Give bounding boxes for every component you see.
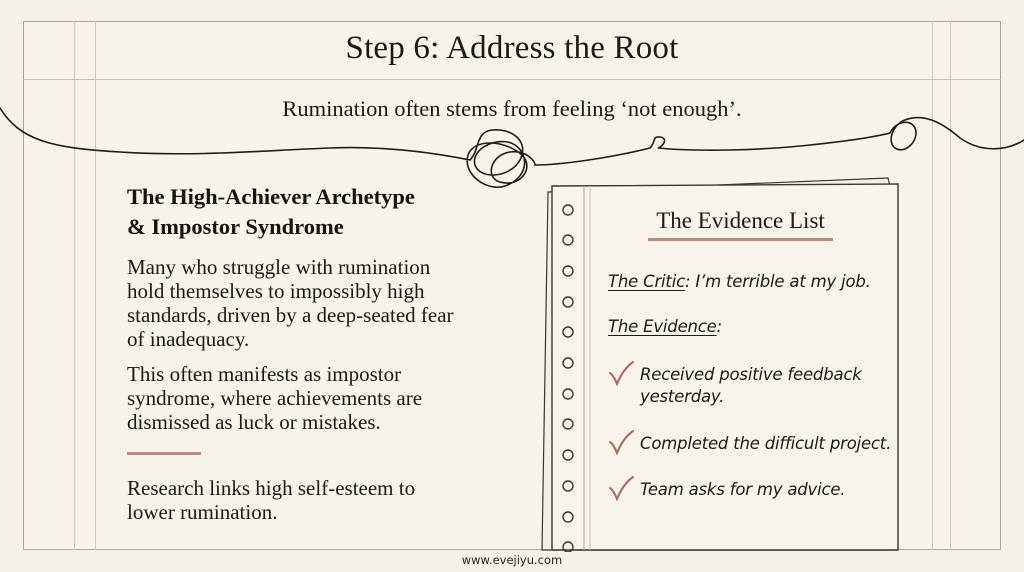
- accent-divider: [127, 452, 201, 455]
- slide-subtitle: Rumination often stems from feeling ‘not…: [282, 96, 742, 121]
- section-heading: The High-Achiever Archetype & Impostor S…: [127, 182, 527, 242]
- checkmark-icon: [609, 430, 634, 455]
- title-rule: [23, 79, 1001, 80]
- evidence-colon: :: [716, 317, 723, 336]
- paragraph-perfectionism: Many who struggle with rumination hold t…: [127, 255, 454, 351]
- notebook-paper-icon: [541, 177, 899, 552]
- paragraph-line: Many who struggle with rumination: [127, 255, 431, 279]
- left-column: The High-Achiever Archetype & Impostor S…: [127, 182, 527, 524]
- heading-line-1: The High-Achiever Archetype: [127, 184, 415, 209]
- critic-text: : I’m terrible at my job.: [684, 272, 871, 291]
- evidence-label: The Evidence: [608, 317, 717, 336]
- item-line: Received positive feedback: [640, 365, 862, 384]
- evidence-label-line: The Evidence:: [608, 317, 722, 336]
- evidence-item-text: Completed the difficult project.: [640, 434, 892, 453]
- evidence-title: The Evidence List: [648, 208, 833, 241]
- margin-line-right-outer: [950, 21, 951, 550]
- checkmark-icon: [609, 361, 634, 386]
- checkmark-icon: [609, 476, 634, 501]
- margin-line-right-inner: [932, 21, 933, 550]
- paragraph-line: syndrome, where achievements are: [127, 386, 423, 410]
- paragraph-line: Research links high self-esteem to: [127, 476, 416, 500]
- paragraph-line: of inadequacy.: [127, 327, 250, 351]
- paragraph-research: Research links high self-esteem to lower…: [127, 476, 415, 524]
- slide-title: Step 6: Address the Root: [345, 30, 679, 66]
- paragraph-line: standards, driven by a deep-seated fear: [127, 303, 454, 327]
- critic-line: The Critic: I’m terrible at my job.: [608, 272, 871, 291]
- paragraph-line: This often manifests as impostor: [127, 362, 402, 386]
- margin-line-left-outer: [74, 21, 75, 550]
- heading-line-2: & Impostor Syndrome: [127, 214, 344, 239]
- evidence-list-card: The Evidence List The Critic: I’m terrib…: [540, 172, 910, 552]
- paragraph-impostor: This often manifests as impostor syndrom…: [127, 362, 422, 434]
- item-line: yesterday.: [640, 387, 725, 406]
- binder-rings: [562, 204, 574, 552]
- margin-line-left-inner: [95, 21, 96, 550]
- evidence-item-text: Team asks for my advice.: [640, 480, 846, 499]
- evidence-item-text: Received positive feedback yesterday.: [640, 364, 862, 408]
- paragraph-line: lower rumination.: [127, 500, 278, 524]
- critic-label: The Critic: [608, 272, 685, 291]
- paragraph-line: hold themselves to impossibly high: [127, 279, 425, 303]
- footer-url[interactable]: www.evejiyu.com: [461, 553, 563, 567]
- paragraph-line: dismissed as luck or mistakes.: [127, 410, 381, 434]
